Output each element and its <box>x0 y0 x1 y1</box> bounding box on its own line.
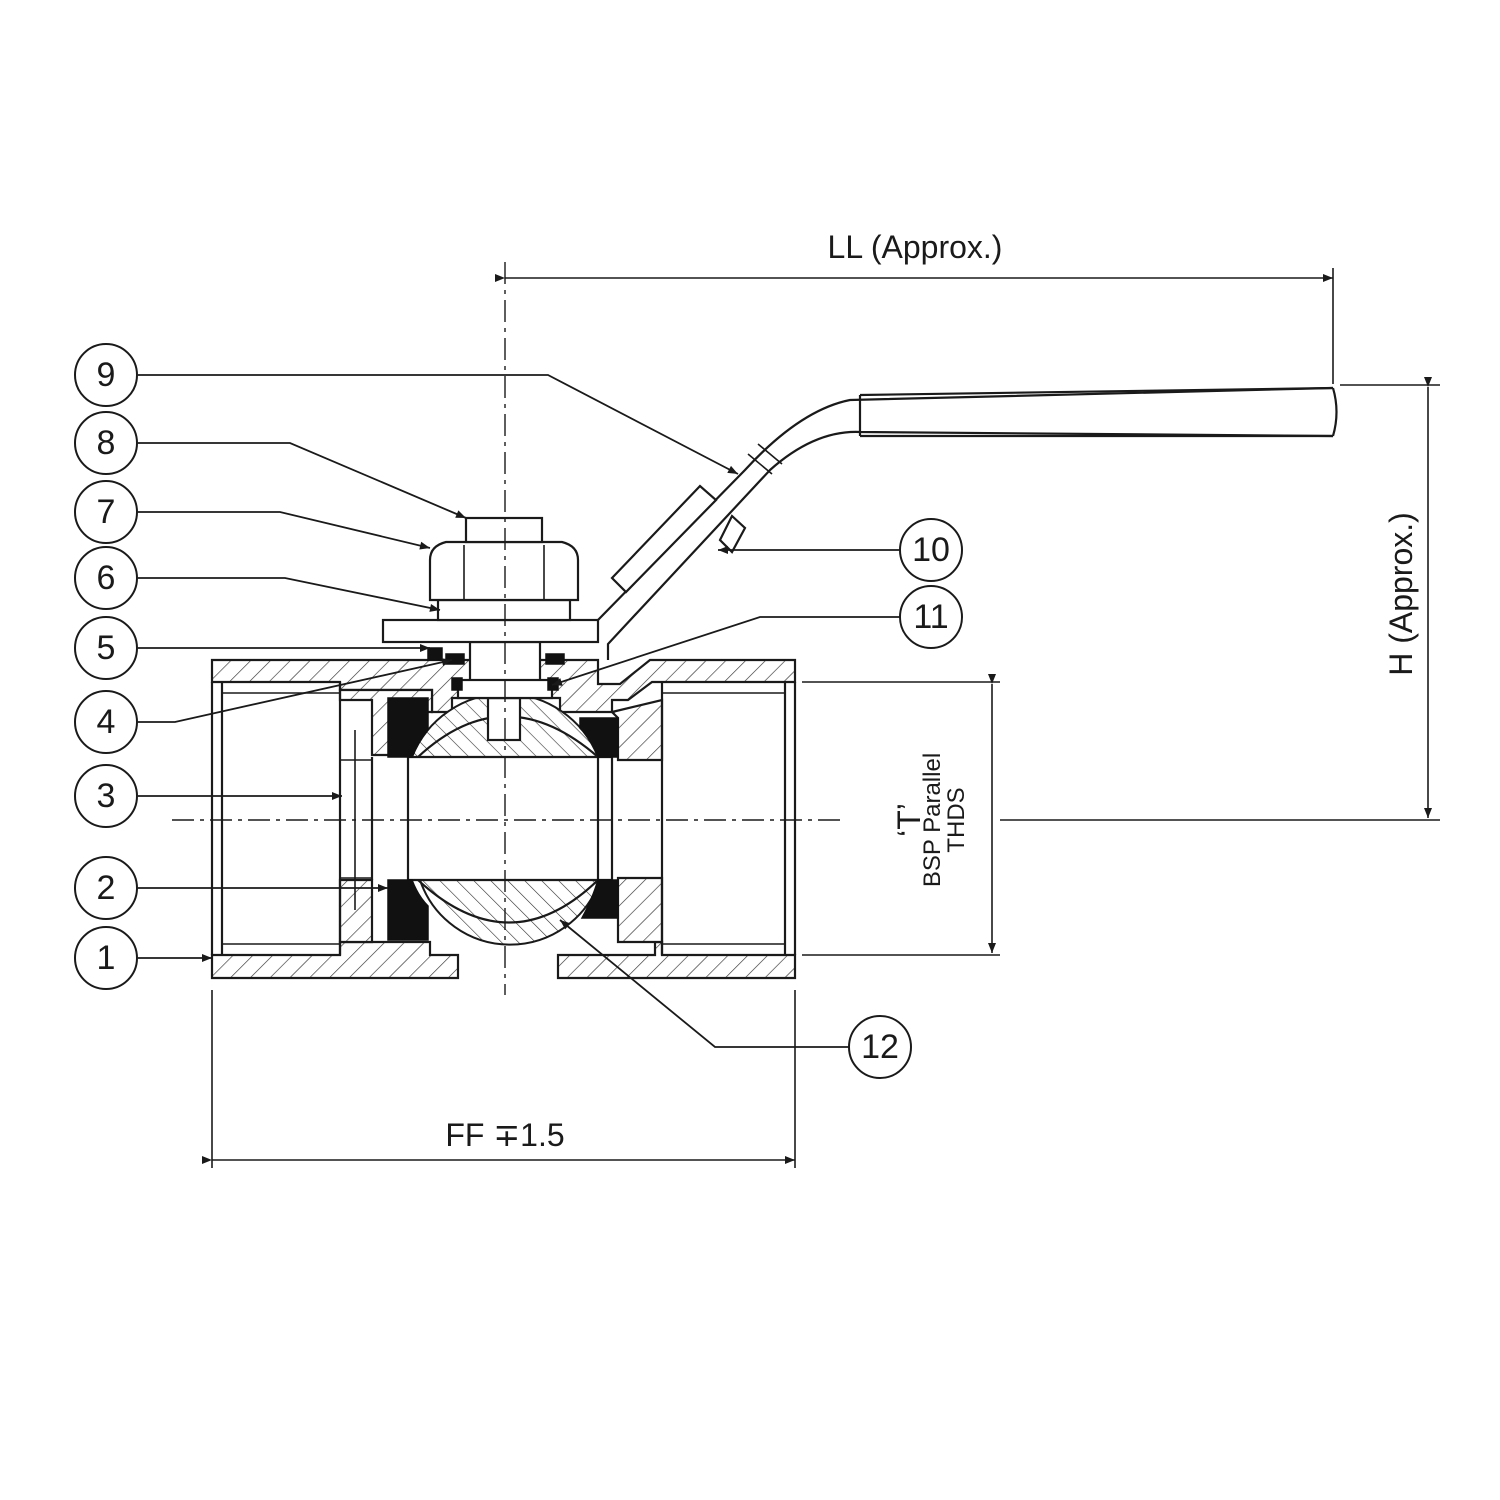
centre-lines <box>172 262 840 995</box>
balloon-6: 6 <box>74 546 138 610</box>
thread-line2: THDS <box>943 787 970 852</box>
svg-text:12: 12 <box>861 1028 899 1066</box>
leaders <box>138 374 900 1048</box>
svg-text:4: 4 <box>97 703 116 741</box>
balloon-2: 2 <box>74 856 138 920</box>
stem-assembly <box>381 516 600 700</box>
balloon-3: 3 <box>74 764 138 828</box>
dimension-thread: ‘T’ BSP Parallel THDS <box>802 674 1000 956</box>
balloon-4: 4 <box>74 690 138 754</box>
balloon-11: 11 <box>899 585 963 649</box>
svg-text:8: 8 <box>97 424 116 462</box>
svg-text:2: 2 <box>97 869 116 907</box>
svg-text:10: 10 <box>912 531 950 569</box>
thread-t-label: ‘T’ <box>891 803 927 837</box>
valve-body <box>210 658 797 980</box>
lever-handle <box>597 386 1338 660</box>
ball-seats <box>387 697 619 941</box>
svg-text:11: 11 <box>913 598 948 636</box>
balloon-1: 1 <box>74 926 138 990</box>
dimension-ll: LL (Approx.) <box>495 229 1334 384</box>
dimension-h: H (Approx.) <box>1000 377 1440 821</box>
svg-text:3: 3 <box>97 777 116 815</box>
ll-label: LL (Approx.) <box>828 229 1003 265</box>
thread-line1: BSP Parallel <box>919 753 946 887</box>
balloon-8: 8 <box>74 411 138 475</box>
balloon-10: 10 <box>899 518 963 582</box>
balloon-7: 7 <box>74 480 138 544</box>
ff-label: FF ∓1.5 <box>445 1117 564 1153</box>
svg-text:1: 1 <box>97 939 116 977</box>
balloon-12: 12 <box>848 1015 912 1079</box>
dimension-ff: FF ∓1.5 <box>202 990 796 1168</box>
svg-text:9: 9 <box>97 356 116 394</box>
svg-text:6: 6 <box>97 559 116 597</box>
svg-text:7: 7 <box>97 493 116 531</box>
svg-text:5: 5 <box>97 629 116 667</box>
balloon-5: 5 <box>74 616 138 680</box>
balloon-9: 9 <box>74 343 138 407</box>
h-label: H (Approx.) <box>1383 512 1419 676</box>
